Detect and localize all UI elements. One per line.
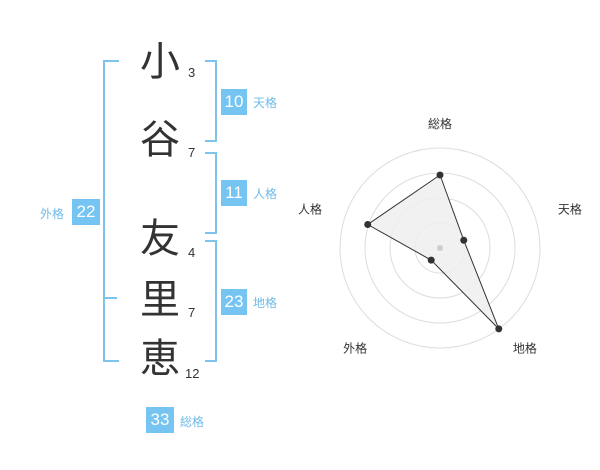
gaikaku-badge: 22 xyxy=(72,199,100,225)
radar-point-1 xyxy=(436,171,444,179)
name-char-5: 恵 xyxy=(140,336,180,382)
gaikaku-bracket-tick xyxy=(103,297,117,299)
gaikaku-label: 外格 xyxy=(40,207,65,221)
soukaku-badge: 33 xyxy=(146,407,174,433)
jinkaku-label: 人格 xyxy=(253,187,278,201)
radar-axis-label-5: 人格 xyxy=(298,202,322,217)
chikaku-badge: 23 xyxy=(221,289,247,315)
name-char-1: 小 xyxy=(140,39,180,85)
radar-series-polygon xyxy=(366,174,500,330)
chikaku-label: 地格 xyxy=(253,296,278,310)
radar-point-3 xyxy=(495,325,503,333)
radar-axis-label-1: 総格 xyxy=(428,116,452,131)
tenkaku-label: 天格 xyxy=(253,96,278,110)
radar-point-2 xyxy=(460,236,468,244)
name-char-3: 友 xyxy=(140,216,180,262)
stroke-count-2: 7 xyxy=(188,145,196,160)
name-char-4: 里 xyxy=(140,277,180,323)
radar-axis-label-3: 地格 xyxy=(513,340,537,355)
radar-center-dot xyxy=(437,245,443,251)
name-char-2: 谷 xyxy=(140,117,180,163)
stroke-count-5: 12 xyxy=(185,366,200,381)
jinkaku-badge: 11 xyxy=(221,180,247,206)
stroke-count-4: 7 xyxy=(188,305,196,320)
stroke-count-3: 4 xyxy=(188,245,196,260)
radar-point-4 xyxy=(427,256,435,264)
jinkaku-bracket xyxy=(205,152,217,234)
radar-axis-label-2: 天格 xyxy=(558,202,582,217)
soukaku-label: 総格 xyxy=(180,415,205,429)
radar-point-5 xyxy=(364,221,372,229)
chikaku-bracket xyxy=(205,240,217,362)
tenkaku-bracket xyxy=(205,60,217,142)
stroke-count-1: 3 xyxy=(188,65,196,80)
radar-ring xyxy=(339,147,541,349)
gaikaku-bracket xyxy=(103,60,119,362)
tenkaku-badge: 10 xyxy=(221,89,247,115)
radar-axis-label-4: 外格 xyxy=(343,340,367,355)
